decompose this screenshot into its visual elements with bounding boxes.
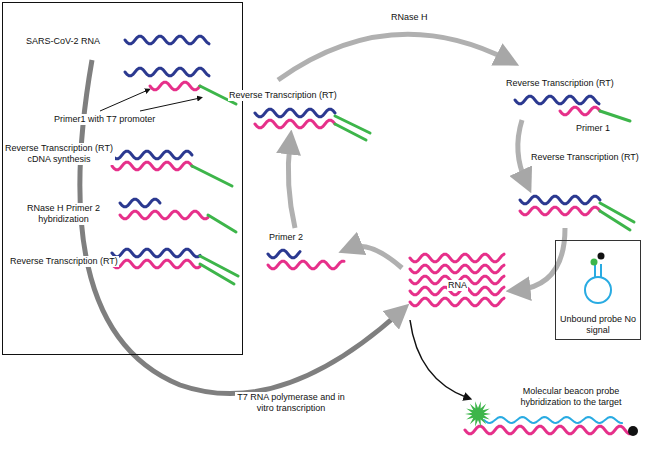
strand-wave	[112, 260, 200, 268]
strand-wave	[120, 211, 208, 219]
strand-wave	[255, 120, 335, 128]
strand-wave	[465, 426, 631, 434]
cycle-arrow	[518, 120, 526, 182]
transcription-arrow	[80, 60, 400, 394]
promoter-tail	[208, 215, 236, 232]
annotation-label: Primer 1	[575, 123, 611, 134]
cycle-arrow	[278, 34, 508, 80]
step-label: Primer1 with T7 promoter	[53, 114, 156, 125]
strand-wave	[520, 196, 600, 204]
cycle-arrow	[518, 228, 565, 290]
step-label: Reverse Transcription (RT) cDNA synthesi…	[3, 143, 115, 165]
inset-box: Unbound probe No signal	[555, 240, 641, 340]
strand-wave	[484, 417, 622, 423]
pointer-arrow	[100, 90, 148, 111]
quencher-dot	[598, 253, 605, 260]
annotation-label: Primer 2	[268, 232, 304, 243]
promoter-tail	[600, 111, 630, 121]
strand-wave	[112, 151, 192, 159]
step-label: Reverse Transcription (RT)	[9, 256, 119, 267]
step-label: SARS-CoV-2 RNA	[25, 36, 101, 47]
probe-stem	[595, 264, 601, 278]
cycle-arrow	[350, 246, 402, 268]
strand-wave	[112, 162, 192, 170]
promoter-tail	[600, 203, 634, 222]
promoter-tail	[600, 211, 630, 230]
strand-wave	[150, 82, 200, 90]
strand-wave	[410, 265, 504, 273]
annotation-label: Reverse Transcription (RT)	[505, 78, 615, 89]
promoter-tail	[200, 256, 238, 276]
cycle-arrow	[288, 142, 295, 228]
annotation-label: RNA	[447, 280, 468, 291]
strand-wave	[125, 68, 209, 76]
fluorescence-star	[465, 401, 491, 426]
quencher-dot	[628, 426, 638, 436]
strand-wave	[560, 107, 600, 115]
annotation-label: T7 RNA polymerase and in vitro transcrip…	[235, 392, 347, 414]
fluorophore-dot	[591, 259, 598, 266]
strand-wave	[120, 199, 160, 207]
strand-wave	[112, 249, 200, 257]
probe-loop	[585, 277, 611, 303]
strand-wave	[255, 109, 335, 117]
annotation-label: Reverse Transcription (RT)	[228, 90, 338, 101]
annotation-label: RNase H	[390, 12, 429, 23]
annotation-label: Molecular beacon probe hybridization to …	[505, 386, 637, 408]
strand-wave	[268, 250, 300, 258]
strand-wave	[515, 96, 599, 104]
promoter-tail	[192, 166, 232, 186]
promoter-tail	[200, 264, 234, 284]
steps-panel: SARS-CoV-2 RNA Primer1 with T7 promoterRe…	[2, 2, 243, 355]
annotation-label: Reverse Transcription (RT)	[530, 152, 640, 163]
detection-arrow	[410, 320, 468, 398]
strand-wave	[520, 207, 600, 215]
step-label: RNase H Primer 2 hybridization	[15, 203, 112, 225]
step-label: Unbound probe No signal	[559, 314, 637, 336]
strand-wave	[125, 36, 209, 44]
strand-wave	[410, 254, 504, 262]
pointer-arrow	[140, 98, 200, 111]
promoter-tail	[335, 124, 366, 140]
strand-wave	[410, 298, 504, 306]
strand-wave	[268, 261, 344, 269]
promoter-tail	[335, 116, 370, 133]
